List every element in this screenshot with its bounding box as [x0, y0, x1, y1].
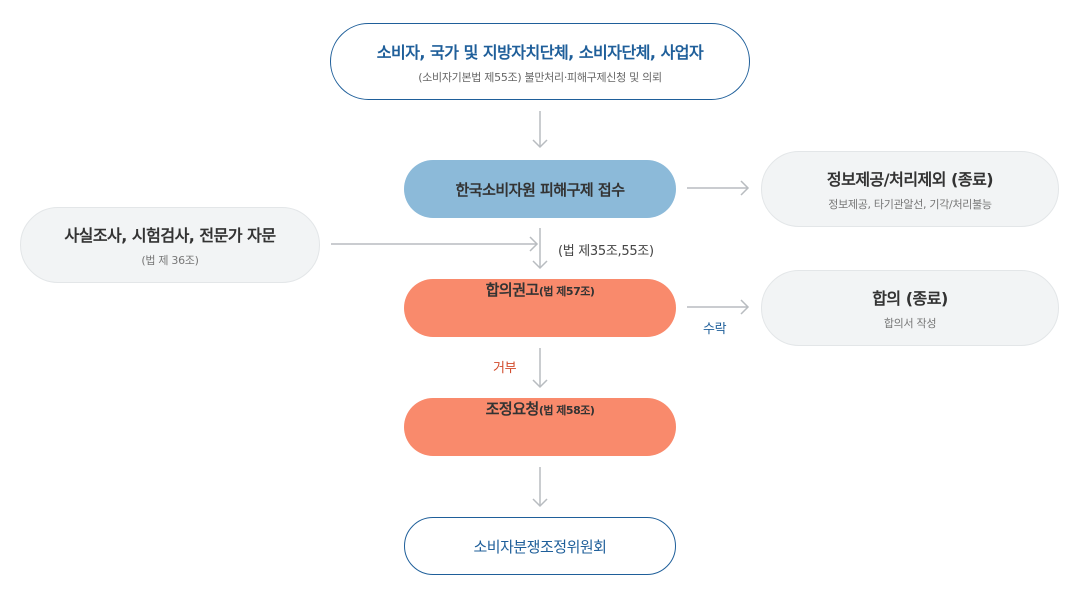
arrowhead [532, 260, 548, 270]
applicants-subtitle: (소비자기본법 제55조) 불만처리·피해구제신청 및 의뢰 [418, 70, 662, 84]
agreement-end-box: 합의 (종료) 합의서 작성 [761, 270, 1059, 346]
reject-label: 거부 [493, 361, 517, 376]
applicants-title: 소비자, 국가 및 지방자치단체, 소비자단체, 사업자 [376, 42, 704, 62]
arrowhead [740, 299, 750, 315]
recommendation-law: (법 제57조) [538, 285, 595, 298]
info-end-box: 정보제공/처리제외 (종료) 정보제공, 타기관알선, 기각/처리불능 [761, 151, 1059, 227]
reception-box: 한국소비자원 피해구제 접수 [404, 160, 676, 218]
recommendation-title: 합의권고 [485, 281, 540, 299]
committee-box: 소비자분쟁조정위원회 [404, 517, 676, 575]
mediation-request-box: 조정요청 (법 제58조) [404, 398, 676, 456]
agreement-end-title: 합의 (종료) [872, 289, 948, 308]
arrowhead [529, 236, 539, 252]
investigation-title: 사실조사, 시험검사, 전문가 자문 [64, 226, 276, 245]
committee-title: 소비자분쟁조정위원회 [473, 537, 607, 556]
info-end-title: 정보제공/처리제외 (종료) [826, 170, 994, 189]
arrowhead [532, 498, 548, 508]
investigation-subtitle: (법 제 36조) [141, 254, 199, 267]
mediation-request-title: 조정요청 [485, 400, 540, 418]
reception-title: 한국소비자원 피해구제 접수 [455, 180, 625, 199]
law-reference-label: (법 제35조,55조) [558, 244, 654, 259]
applicants-box: 소비자, 국가 및 지방자치단체, 소비자단체, 사업자 (소비자기본법 제55… [330, 23, 750, 100]
arrowhead [532, 139, 548, 149]
agreement-end-subtitle: 합의서 작성 [883, 317, 937, 330]
investigation-box: 사실조사, 시험검사, 전문가 자문 (법 제 36조) [20, 207, 320, 283]
arrowhead [532, 379, 548, 389]
recommendation-box: 합의권고 (법 제57조) [404, 279, 676, 337]
info-end-subtitle: 정보제공, 타기관알선, 기각/처리불능 [828, 198, 992, 211]
mediation-request-law: (법 제58조) [538, 404, 595, 417]
accept-label: 수락 [703, 322, 727, 337]
arrowhead [740, 180, 750, 196]
